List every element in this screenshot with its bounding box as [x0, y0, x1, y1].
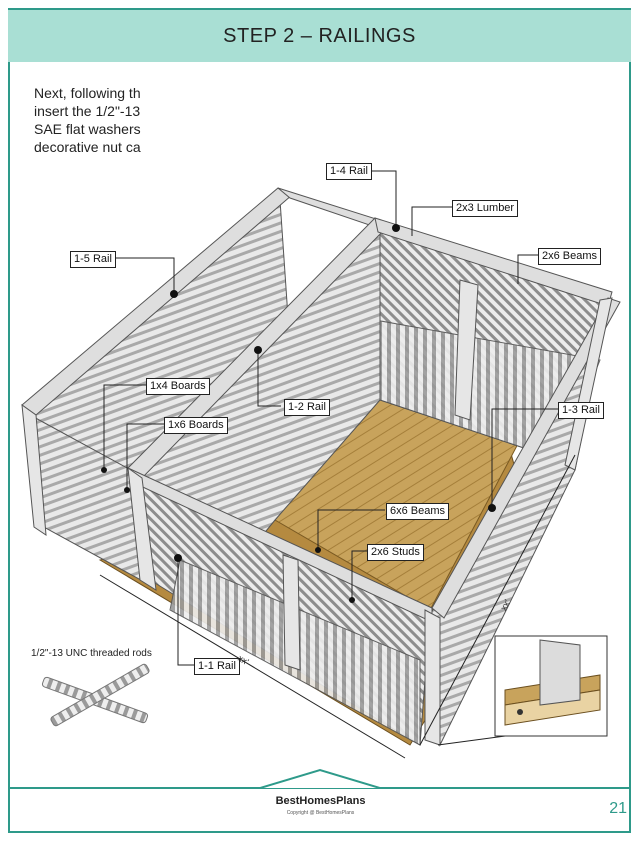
intro-text: Next, following th insert the 1/2"-13 SA…	[34, 84, 174, 156]
page-title: STEP 2 – RAILINGS	[223, 24, 416, 47]
post	[424, 609, 441, 746]
callout-rail-1-4: 1-4 Rail	[326, 163, 372, 180]
post	[282, 554, 301, 671]
callout-rail-1-5: 1-5 Rail	[70, 251, 116, 268]
header-band: STEP 2 – RAILINGS	[8, 10, 631, 62]
corner-detail-inset	[494, 635, 608, 737]
callout-1x4-boards: 1x4 Boards	[146, 378, 210, 395]
callout-2x6-studs: 2x6 Studs	[367, 544, 424, 561]
callout-1x6-boards: 1x6 Boards	[164, 417, 228, 434]
copyright-text: Copyright @ BestHomesPlans	[286, 810, 355, 816]
callout-rail-1-2: 1-2 Rail	[284, 399, 330, 416]
post	[21, 403, 47, 536]
intro-line: decorative nut ca	[34, 139, 141, 155]
footer-roof-icon	[260, 768, 380, 789]
dimension-line-width	[419, 454, 576, 746]
callout-2x3-lumber: 2x3 Lumber	[452, 200, 519, 217]
intro-line: insert the 1/2"-13	[34, 103, 141, 119]
post	[454, 279, 479, 421]
intro-line: Next, following th	[34, 85, 141, 101]
callout-rail-1-3: 1-3 Rail	[558, 402, 604, 419]
leader-dots	[101, 224, 496, 603]
threaded-rods-image	[41, 663, 150, 727]
dimension-line-length	[99, 574, 406, 759]
post	[127, 466, 157, 591]
page-number: 21	[609, 800, 627, 817]
callout-6x6-beams: 6x6 Beams	[386, 503, 450, 520]
callout-2x6-beams: 2x6 Beams	[538, 248, 602, 265]
callout-rail-1-1: 1-1 Rail	[194, 658, 240, 675]
intro-line: SAE flat washers	[34, 121, 141, 137]
brand-name: BestHomesPlans	[275, 795, 366, 807]
rail-top-right	[431, 297, 621, 619]
threaded-rods-caption: 1/2"-13 UNC threaded rods	[31, 648, 152, 659]
leader-lines	[103, 170, 558, 666]
